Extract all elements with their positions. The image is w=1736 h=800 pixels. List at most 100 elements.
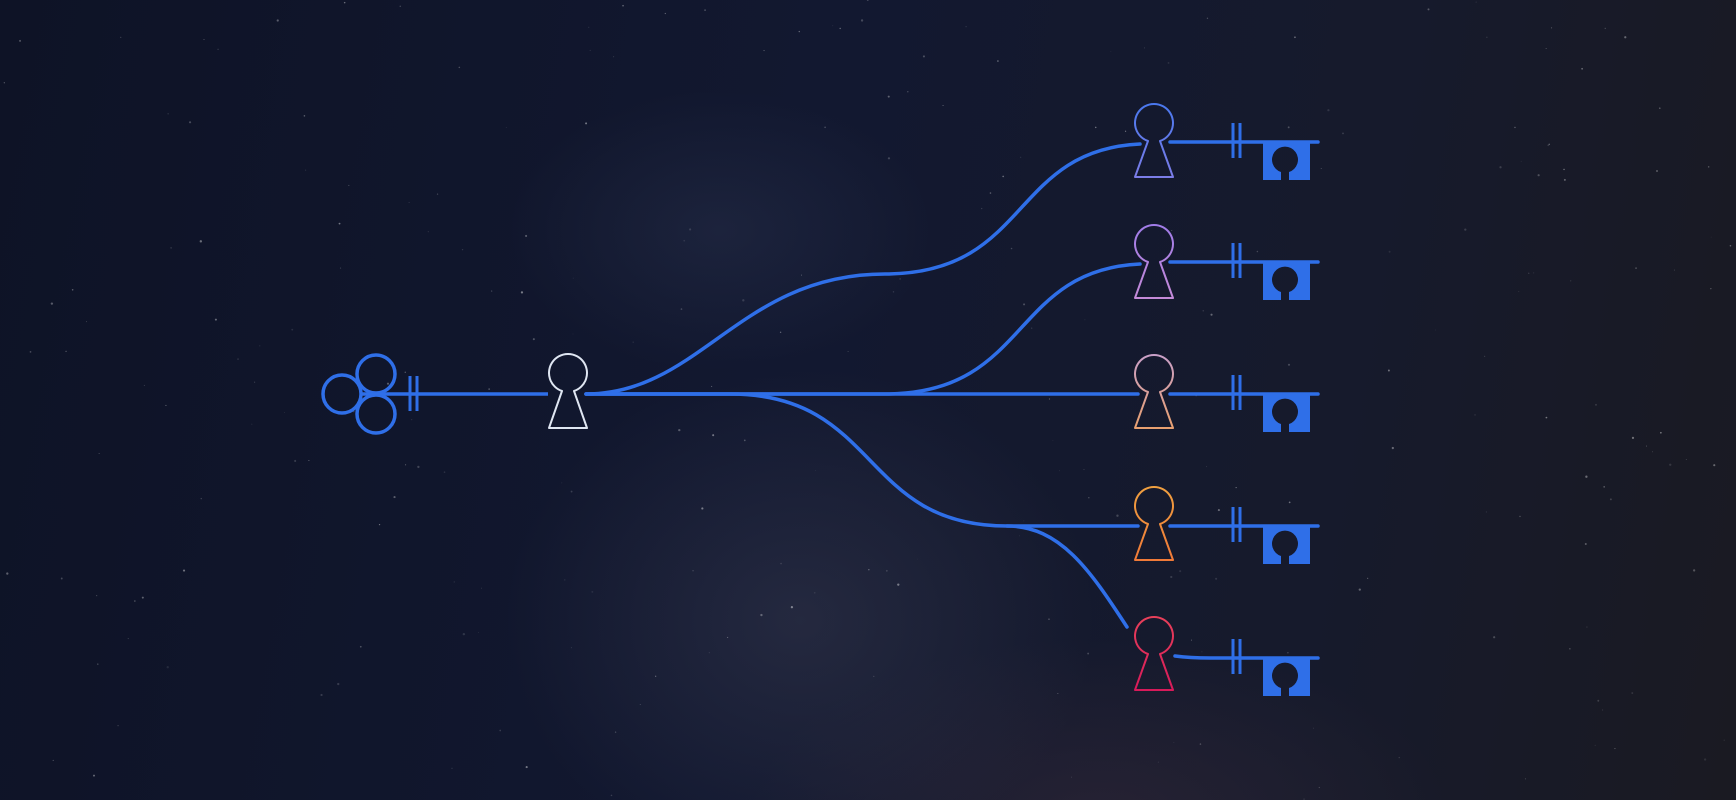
star [683,239,686,242]
star [1171,230,1173,232]
star [1294,36,1296,39]
star [892,291,895,293]
star [1110,51,1112,52]
star [1124,130,1127,132]
star [1660,431,1662,434]
star [1288,501,1291,504]
star [462,632,466,636]
star [1569,280,1572,282]
star [1514,126,1516,129]
star [427,231,429,233]
star [1707,166,1710,168]
star [340,267,342,269]
star [1585,475,1588,478]
star [1563,168,1565,171]
star [1170,575,1173,579]
star [1586,626,1588,628]
derived-key-row [1134,223,1320,300]
star [259,345,261,347]
star [294,459,297,462]
star [1609,498,1612,501]
key-bit [1263,262,1310,300]
star [1020,156,1022,158]
star [798,30,800,33]
star [824,126,826,129]
star [1631,692,1634,694]
star [1703,758,1707,761]
star [1548,143,1550,146]
star [712,434,715,437]
star [1493,636,1496,639]
star [1217,509,1220,512]
star [989,192,992,194]
keyhole-outline [1134,102,1174,178]
star [1729,245,1732,247]
star [188,121,192,124]
star [704,9,706,11]
star [399,5,401,7]
star [860,19,864,22]
star [491,290,493,292]
star [338,222,341,225]
star [505,127,507,128]
star [1084,319,1086,321]
branch-line [1005,524,1129,629]
star [1320,168,1322,170]
keyhole-icon [1134,485,1174,561]
star [127,637,129,640]
star [1071,776,1072,778]
star [254,381,256,383]
star [1631,436,1635,439]
star [478,632,479,633]
star [1435,329,1437,331]
star [1002,175,1005,178]
star [763,50,765,52]
keyhole-icon [1134,223,1174,299]
star [779,331,782,333]
star [1427,8,1430,11]
star [1058,470,1060,472]
star [1537,174,1540,177]
keyhole-icon [1134,615,1174,691]
star [453,581,455,583]
keyhole-outline [1134,615,1174,691]
star [1524,778,1527,780]
star [1685,459,1687,460]
keyhole-icon [1134,102,1174,178]
star [1519,515,1521,518]
star [1391,446,1394,450]
star [1287,363,1291,366]
star [134,600,136,602]
branch-line [584,262,1142,396]
star [1010,247,1013,250]
star [887,157,891,160]
key-bit [1263,658,1310,696]
star [386,382,390,385]
star [873,675,875,677]
star [96,595,98,597]
key-bit [1263,394,1310,432]
star [404,371,406,373]
star [182,569,186,572]
key-bit [1263,526,1310,564]
star [320,693,323,697]
star [678,428,681,432]
key-icon [1168,507,1320,564]
star [1484,355,1486,358]
master-keyhole-icon [548,352,588,429]
star [488,388,490,390]
star [1358,588,1361,591]
star [1388,250,1391,253]
star [1581,67,1583,70]
star [1052,440,1054,441]
star [1669,463,1672,466]
branch-line [584,392,1140,528]
star [1597,699,1600,702]
star [664,12,666,15]
star [65,350,67,352]
star [680,308,683,310]
star [532,338,535,341]
star [1157,761,1159,763]
